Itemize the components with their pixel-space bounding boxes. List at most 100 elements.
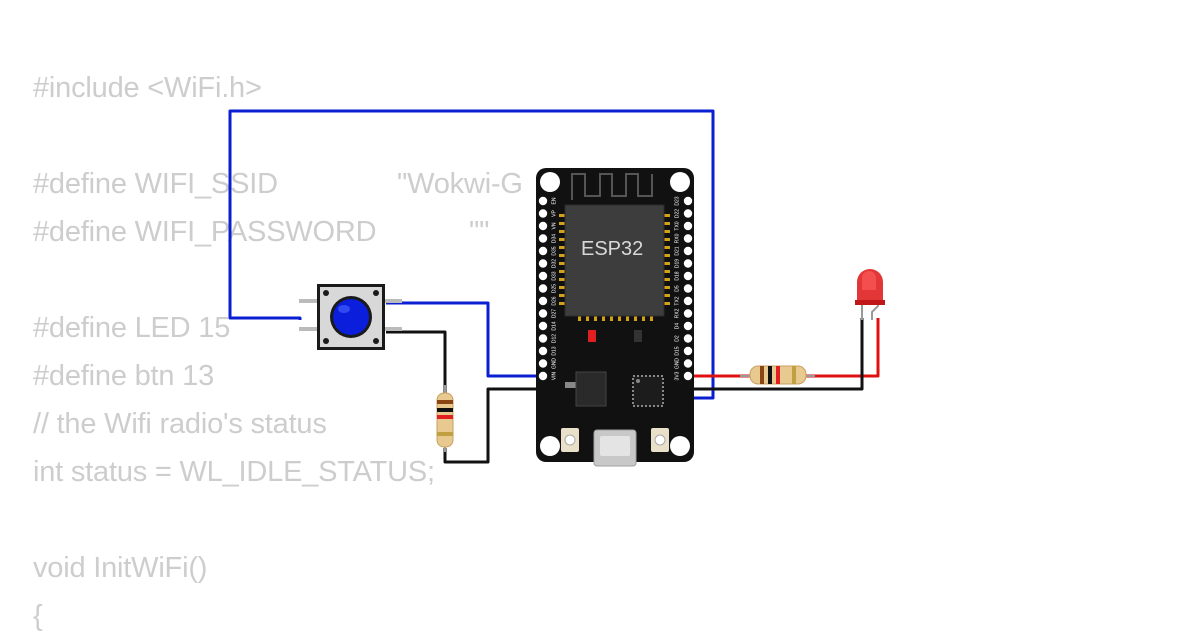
- onboard-power-led: [588, 330, 596, 342]
- left-pin-d32[interactable]: [538, 259, 548, 268]
- right-pin-rx2[interactable]: [683, 309, 693, 318]
- right-pin-d22[interactable]: [683, 209, 693, 218]
- push-button[interactable]: [299, 284, 402, 350]
- left-pin-header: ENVPVND34D35D32D33D25D26D27D14D12D13GNDV…: [538, 196, 557, 381]
- code-define-password-name: #define WIFI_PASSWORD: [33, 216, 377, 248]
- red-led[interactable]: [855, 269, 885, 320]
- right-pin-label-3v3: 3V3: [674, 371, 680, 380]
- code-line-define-led: #define LED 15: [33, 312, 231, 344]
- right-pin-label-d21: D21: [674, 246, 680, 255]
- code-define-ssid-name: #define WIFI_SSID: [33, 168, 278, 200]
- right-pin-label-d22: D22: [674, 209, 680, 218]
- chip-label: ESP32: [581, 238, 643, 260]
- mount-hole-tl: [540, 172, 560, 192]
- right-pin-d15[interactable]: [683, 346, 693, 356]
- code-line-status: int status = WL_IDLE_STATUS;: [33, 456, 435, 488]
- esp32-board[interactable]: ESP32 ENVPVND34D35D32D33D25D26D27D14D12D…: [536, 168, 694, 467]
- left-pin-label-d33: D33: [551, 271, 557, 280]
- right-pin-label-tx2: TX2: [674, 296, 680, 305]
- voltage-regulator: [575, 371, 607, 407]
- left-pin-label-d32: D32: [551, 259, 557, 268]
- right-pin-label-d15: D15: [674, 346, 680, 355]
- wire-black-gnd-to-led[interactable]: [688, 318, 864, 391]
- left-pin-d33[interactable]: [538, 271, 548, 281]
- code-line-brace: {: [33, 600, 43, 632]
- code-line-define-password: #define WIFI_PASSWORD "": [33, 216, 593, 248]
- left-pin-d25[interactable]: [538, 284, 548, 293]
- right-pin-label-d5: D5: [674, 285, 680, 292]
- right-pin-d5[interactable]: [683, 284, 693, 293]
- code-line-define-btn: #define btn 13: [33, 360, 215, 392]
- right-pin-label-rx2: RX2: [674, 308, 680, 318]
- right-pin-label-d18: D18: [674, 271, 680, 280]
- left-pin-label-d14: D14: [551, 321, 557, 330]
- mount-hole-tr: [670, 172, 690, 192]
- right-pin-label-d4: D4: [674, 323, 680, 330]
- left-pin-label-d27: D27: [551, 309, 557, 318]
- left-pin-label-gnd: GND: [551, 358, 557, 370]
- left-pin-vin[interactable]: [538, 371, 548, 381]
- right-pin-d23[interactable]: [683, 196, 693, 206]
- code-define-password-value: "": [469, 216, 490, 248]
- left-pin-d26[interactable]: [538, 296, 548, 306]
- led-rim: [855, 300, 885, 305]
- esp32-module-shield: [564, 204, 665, 317]
- left-pin-d34[interactable]: [538, 234, 548, 243]
- right-pin-label-tx0: TX0: [674, 221, 680, 230]
- resistor-pulldown[interactable]: [436, 385, 454, 452]
- left-pin-vn[interactable]: [538, 221, 548, 231]
- left-pin-label-vn: VN: [551, 222, 557, 229]
- left-pin-d27[interactable]: [538, 309, 548, 318]
- right-pin-header: D23D22TX0RX0D21D19D18D5TX2RX2D4D2D15GND3…: [674, 196, 693, 381]
- right-pin-tx2[interactable]: [683, 296, 693, 306]
- resistor-led[interactable]: [740, 365, 815, 385]
- left-pin-label-vp: VP: [551, 210, 557, 217]
- right-pin-d18[interactable]: [683, 271, 693, 281]
- right-pin-gnd[interactable]: [683, 359, 693, 368]
- left-pin-label-en: EN: [551, 197, 557, 204]
- button-leg-br: [384, 327, 402, 331]
- left-pin-label-vin: VIN: [551, 371, 557, 380]
- right-pin-d4[interactable]: [683, 321, 693, 331]
- antenna-trace: [571, 173, 653, 200]
- button-leg-bl: [299, 327, 317, 331]
- left-pin-d35[interactable]: [538, 246, 548, 256]
- right-pin-d19[interactable]: [683, 259, 693, 268]
- mount-hole-bl: [540, 436, 560, 456]
- right-pin-d21[interactable]: [683, 246, 693, 256]
- wire-red-resistor-to-led[interactable]: [805, 318, 880, 378]
- mount-hole-br: [670, 436, 690, 456]
- button-cap[interactable]: [333, 299, 369, 335]
- code-define-ssid-value: "Wokwi-G: [397, 168, 523, 200]
- button-leg-tl: [299, 299, 317, 303]
- left-pin-en[interactable]: [538, 196, 548, 206]
- left-pin-label-d25: D25: [551, 284, 557, 293]
- left-pin-label-d35: D35: [551, 246, 557, 255]
- left-pin-d14[interactable]: [538, 321, 548, 331]
- left-pin-d13[interactable]: [538, 346, 548, 356]
- right-pin-label-d19: D19: [674, 259, 680, 268]
- left-pin-label-d26: D26: [551, 296, 557, 305]
- onboard-status-led: [634, 330, 642, 342]
- button-leg-tr: [384, 299, 402, 303]
- left-pin-d12[interactable]: [538, 334, 548, 343]
- wire-blue-button-to-d13[interactable]: [386, 301, 542, 378]
- wire-black-button-to-resistor[interactable]: [386, 330, 447, 395]
- left-pin-gnd[interactable]: [538, 359, 548, 368]
- right-pin-tx0[interactable]: [683, 221, 693, 231]
- right-pin-label-gnd: GND: [674, 358, 680, 370]
- wire-black-resistor-to-gnd[interactable]: [443, 387, 542, 464]
- left-pin-label-d34: D34: [551, 234, 557, 243]
- code-line-initwifi: void InitWiFi(): [33, 552, 208, 584]
- right-pin-label-d23: D23: [674, 196, 680, 205]
- left-pin-vp[interactable]: [538, 209, 548, 218]
- right-pin-d2[interactable]: [683, 334, 693, 343]
- right-pin-rx0[interactable]: [683, 234, 693, 243]
- right-pin-label-rx0: RX0: [674, 233, 680, 243]
- right-pin-3v3[interactable]: [683, 371, 693, 381]
- module-pins: [559, 214, 670, 321]
- code-line-define-ssid: #define WIFI_SSID "Wokwi-G: [33, 168, 593, 200]
- left-pin-label-d13: D13: [551, 346, 557, 355]
